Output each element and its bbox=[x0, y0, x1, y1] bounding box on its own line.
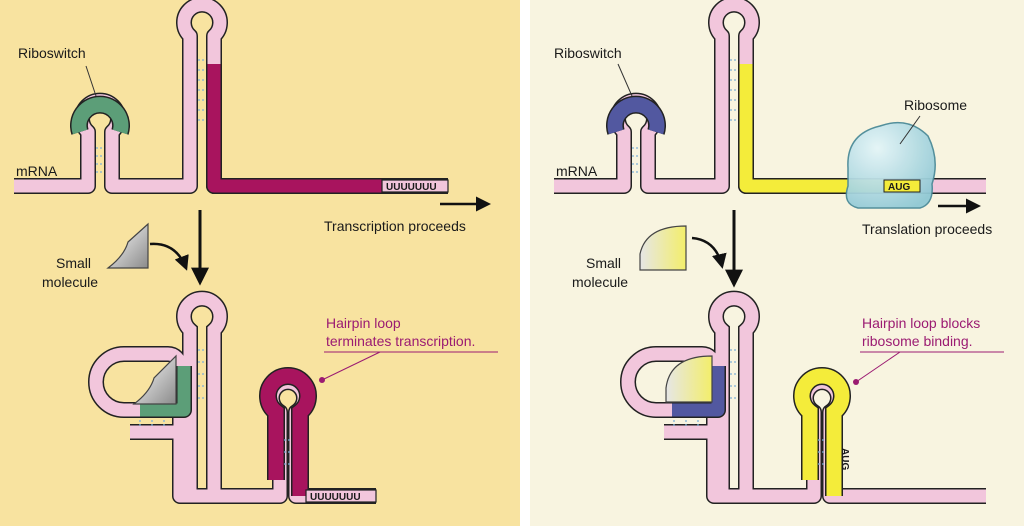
right-ribosome-label: Ribosome bbox=[904, 97, 967, 113]
left-mrna-label: mRNA bbox=[16, 163, 58, 179]
right-riboswitch-label: Riboswitch bbox=[554, 45, 622, 61]
right-riboswitch-pointer bbox=[617, 63, 633, 97]
right-panel: AUG Ribosome Riboswitch mRNA Translation… bbox=[554, 0, 1004, 504]
ribosome-shape bbox=[845, 121, 936, 209]
left-bottom-terminator-seq: UUUUUUU bbox=[310, 492, 361, 503]
left-hairpin-note-dot bbox=[319, 377, 325, 383]
left-small-molecule-line1: Small bbox=[56, 255, 91, 271]
left-top-mrna: UUUUUUU bbox=[14, 0, 449, 194]
left-binding-arrow bbox=[149, 242, 189, 271]
right-bottom-base-pairs bbox=[673, 349, 826, 465]
right-hairpin-note-pointer bbox=[855, 351, 901, 383]
right-hairpin-note-dot bbox=[853, 379, 859, 385]
left-hairpin-note-line1: Hairpin loop bbox=[326, 315, 401, 331]
left-top-base-pairs bbox=[96, 59, 206, 173]
left-bottom-base-pairs bbox=[139, 349, 292, 465]
left-small-molecule-shape bbox=[106, 222, 149, 269]
right-bottom-aug-text: AUG bbox=[839, 448, 850, 470]
left-panel: UUUUUUU Riboswitch mRNA Transcription pr… bbox=[14, 0, 498, 504]
right-binding-arrow bbox=[691, 236, 727, 269]
right-small-molecule-shape bbox=[639, 225, 687, 271]
left-proceeds-label: Transcription proceeds bbox=[324, 218, 466, 234]
left-small-molecule-line2: molecule bbox=[42, 274, 98, 290]
left-panel-background bbox=[0, 0, 520, 526]
right-panel-background bbox=[530, 0, 1024, 526]
left-bottom-mrna: UUUUUUU bbox=[88, 290, 377, 504]
right-hairpin-note-line2: ribosome binding. bbox=[862, 333, 973, 349]
right-top-base-pairs bbox=[632, 59, 738, 173]
panel-divider bbox=[520, 0, 530, 526]
right-mrna-label: mRNA bbox=[556, 163, 598, 179]
right-small-molecule-line2: molecule bbox=[572, 274, 628, 290]
left-hairpin-note-line2: terminates transcription. bbox=[326, 333, 475, 349]
right-small-molecule-line1: Small bbox=[586, 255, 621, 271]
right-proceeds-label: Translation proceeds bbox=[862, 221, 992, 237]
right-top-aug-box bbox=[883, 179, 921, 193]
left-top-terminator-seq: UUUUUUU bbox=[386, 182, 437, 193]
left-hairpin-note-pointer bbox=[321, 351, 381, 381]
left-riboswitch-pointer bbox=[85, 65, 97, 97]
right-bottom-mrna: AUG bbox=[620, 290, 986, 504]
right-top-aug-text: AUG bbox=[888, 182, 910, 193]
right-ribosome-pointer bbox=[899, 115, 921, 145]
left-riboswitch-label: Riboswitch bbox=[18, 45, 86, 61]
right-hairpin-note-line1: Hairpin loop blocks bbox=[862, 315, 980, 331]
